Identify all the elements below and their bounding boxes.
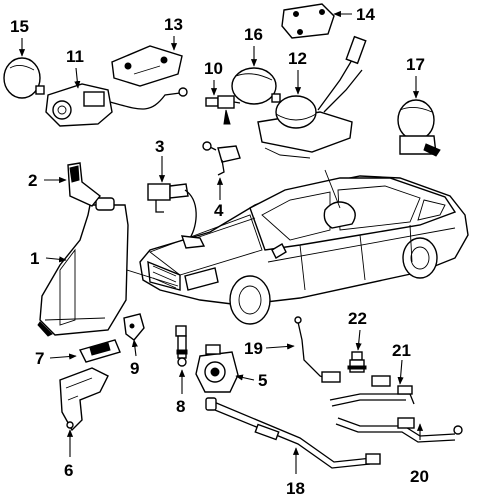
part-14-bracket: [281, 3, 335, 39]
callout-8: 8: [176, 397, 186, 416]
callout-15: 15: [10, 17, 29, 36]
callout-5: 5: [258, 371, 268, 390]
part-20-line: [335, 417, 463, 443]
callout-6: 6: [64, 461, 74, 480]
part-3-sensor: [147, 183, 206, 249]
part-13-bracket: [111, 45, 183, 87]
callout-20: 20: [410, 467, 429, 486]
part-7-bracket: [78, 339, 121, 363]
part-16-accumulator: [231, 67, 281, 105]
part-19-line: [294, 316, 341, 383]
vehicle-outline: [139, 175, 469, 325]
callout-17: 17: [406, 55, 425, 74]
callout-2: 2: [28, 171, 38, 190]
part-8-fitting: [175, 325, 188, 367]
callout-7: 7: [35, 349, 45, 368]
part-18-line: [205, 397, 381, 469]
part-11-compressor: [45, 83, 188, 127]
callout-21: 21: [392, 341, 411, 360]
part-5-pump: [195, 344, 239, 393]
callout-9: 9: [130, 359, 140, 378]
callout-4: 4: [214, 201, 224, 220]
part-1-reservoir: [37, 197, 129, 337]
part-21-line: [329, 375, 415, 407]
part-12-valve-block: [257, 35, 367, 159]
callout-1: 1: [30, 249, 40, 268]
part-6-bracket: [59, 367, 109, 432]
callout-12: 12: [288, 49, 307, 68]
leader-lines: [18, 10, 424, 474]
callout-13: 13: [164, 15, 183, 34]
callout-19: 19: [244, 339, 263, 358]
callout-22: 22: [348, 309, 367, 328]
part-22-fitting: [347, 351, 367, 373]
part-2-bracket: [67, 162, 101, 207]
part-9-clamp: [123, 313, 145, 341]
callout-16: 16: [244, 25, 263, 44]
part-4-sensor: [202, 141, 241, 176]
callout-3: 3: [155, 137, 165, 156]
part-10-sensor: [205, 95, 241, 125]
part-17-accumulator: [397, 99, 441, 157]
callout-18: 18: [286, 479, 305, 498]
callout-14: 14: [356, 5, 375, 24]
callout-11: 11: [66, 47, 84, 66]
part-15-accumulator: [3, 57, 45, 99]
callout-10: 10: [204, 59, 223, 78]
